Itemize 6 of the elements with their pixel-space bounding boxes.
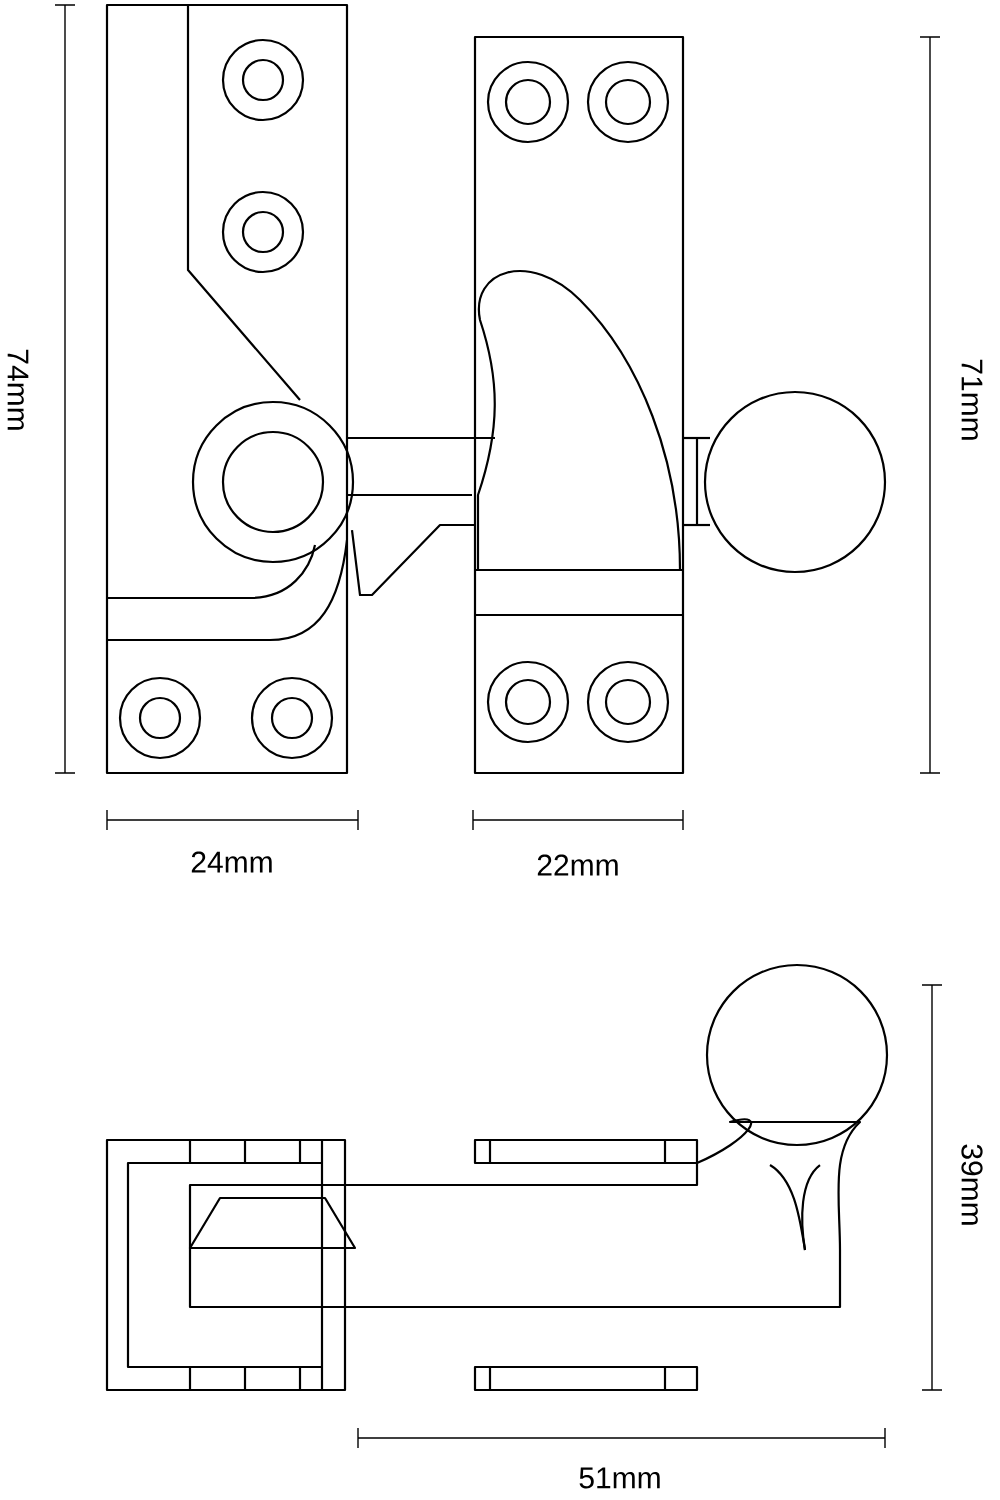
dimension-label: 51mm	[579, 1467, 660, 1489]
dimension-label: 74mm	[7, 349, 29, 430]
dimension-label: 71mm	[961, 359, 983, 440]
dimension-label: 22mm	[537, 854, 618, 876]
dimension-label: 39mm	[961, 1144, 983, 1225]
dimension-label: 24mm	[191, 851, 272, 873]
